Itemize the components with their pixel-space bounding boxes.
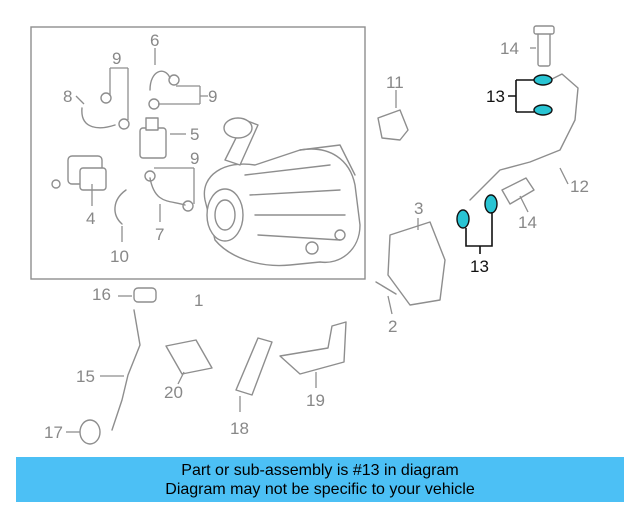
callout-15: 15 — [76, 367, 95, 386]
callout-5: 5 — [190, 125, 199, 144]
callout-3: 3 — [414, 199, 423, 218]
callout-12: 12 — [570, 177, 589, 196]
callout-6: 6 — [150, 31, 159, 50]
callout-16: 16 — [92, 285, 111, 304]
gasket-part-3[interactable] — [387, 221, 446, 306]
banjo-bolt-part-14b[interactable] — [501, 177, 535, 205]
callout-9b: 9 — [208, 87, 217, 106]
parts-diagram: 1 2 3 4 5 6 7 8 9 9 9 10 11 12 13 13 14 … — [30, 25, 589, 445]
gasket-part-16[interactable] — [133, 287, 157, 303]
callout-13-lower: 13 — [470, 257, 489, 276]
info-banner: Part or sub-assembly is #13 in diagram D… — [16, 457, 624, 502]
callout-20: 20 — [164, 383, 183, 402]
seal-part-13-upper[interactable] — [533, 74, 553, 116]
callout-13-upper: 13 — [486, 87, 505, 106]
bracket-part-19[interactable] — [279, 321, 347, 375]
gasket-part-17[interactable] — [79, 419, 101, 445]
plate-part-18[interactable] — [235, 337, 273, 396]
callout-9a: 9 — [112, 49, 121, 68]
callout-11: 11 — [386, 73, 404, 92]
banjo-bolt-part-14a[interactable] — [533, 25, 555, 67]
callout-7: 7 — [155, 225, 164, 244]
banner-line-2: Diagram may not be specific to your vehi… — [165, 480, 475, 498]
callout-9c: 9 — [190, 149, 199, 168]
callout-14-lower: 14 — [518, 213, 537, 232]
leader-lines — [66, 47, 569, 433]
callout-1: 1 — [194, 291, 203, 310]
callout-19: 19 — [306, 391, 325, 410]
callout-17: 17 — [44, 423, 63, 442]
oil-line-part-12[interactable] — [469, 73, 579, 201]
bracket-part-11[interactable] — [377, 109, 409, 141]
callout-4: 4 — [86, 209, 95, 228]
hose-part-7[interactable] — [149, 177, 186, 206]
hose-part-8[interactable] — [81, 107, 116, 129]
hose-part-6[interactable] — [149, 70, 171, 91]
actuator-part-4[interactable] — [51, 155, 107, 191]
turbo-assembly-frame — [30, 26, 366, 280]
stud-part-2[interactable] — [375, 281, 397, 295]
banner-line-1: Part or sub-assembly is #13 in diagram — [181, 461, 459, 479]
callout-10: 10 — [110, 247, 129, 266]
callout-18: 18 — [230, 419, 249, 438]
tube-part-15[interactable] — [111, 309, 141, 431]
shield-part-20[interactable] — [165, 339, 213, 375]
valve-part-5[interactable] — [139, 117, 167, 159]
callout-14-upper: 14 — [500, 39, 519, 58]
hose-part-10[interactable] — [114, 189, 127, 225]
callout-8: 8 — [63, 87, 72, 106]
seal-part-13-lower[interactable] — [456, 194, 498, 229]
callout-2: 2 — [388, 317, 397, 336]
callout-labels: 1 2 3 4 5 6 7 8 9 9 9 10 11 12 13 13 14 … — [44, 31, 589, 442]
turbocharger[interactable] — [203, 117, 361, 267]
